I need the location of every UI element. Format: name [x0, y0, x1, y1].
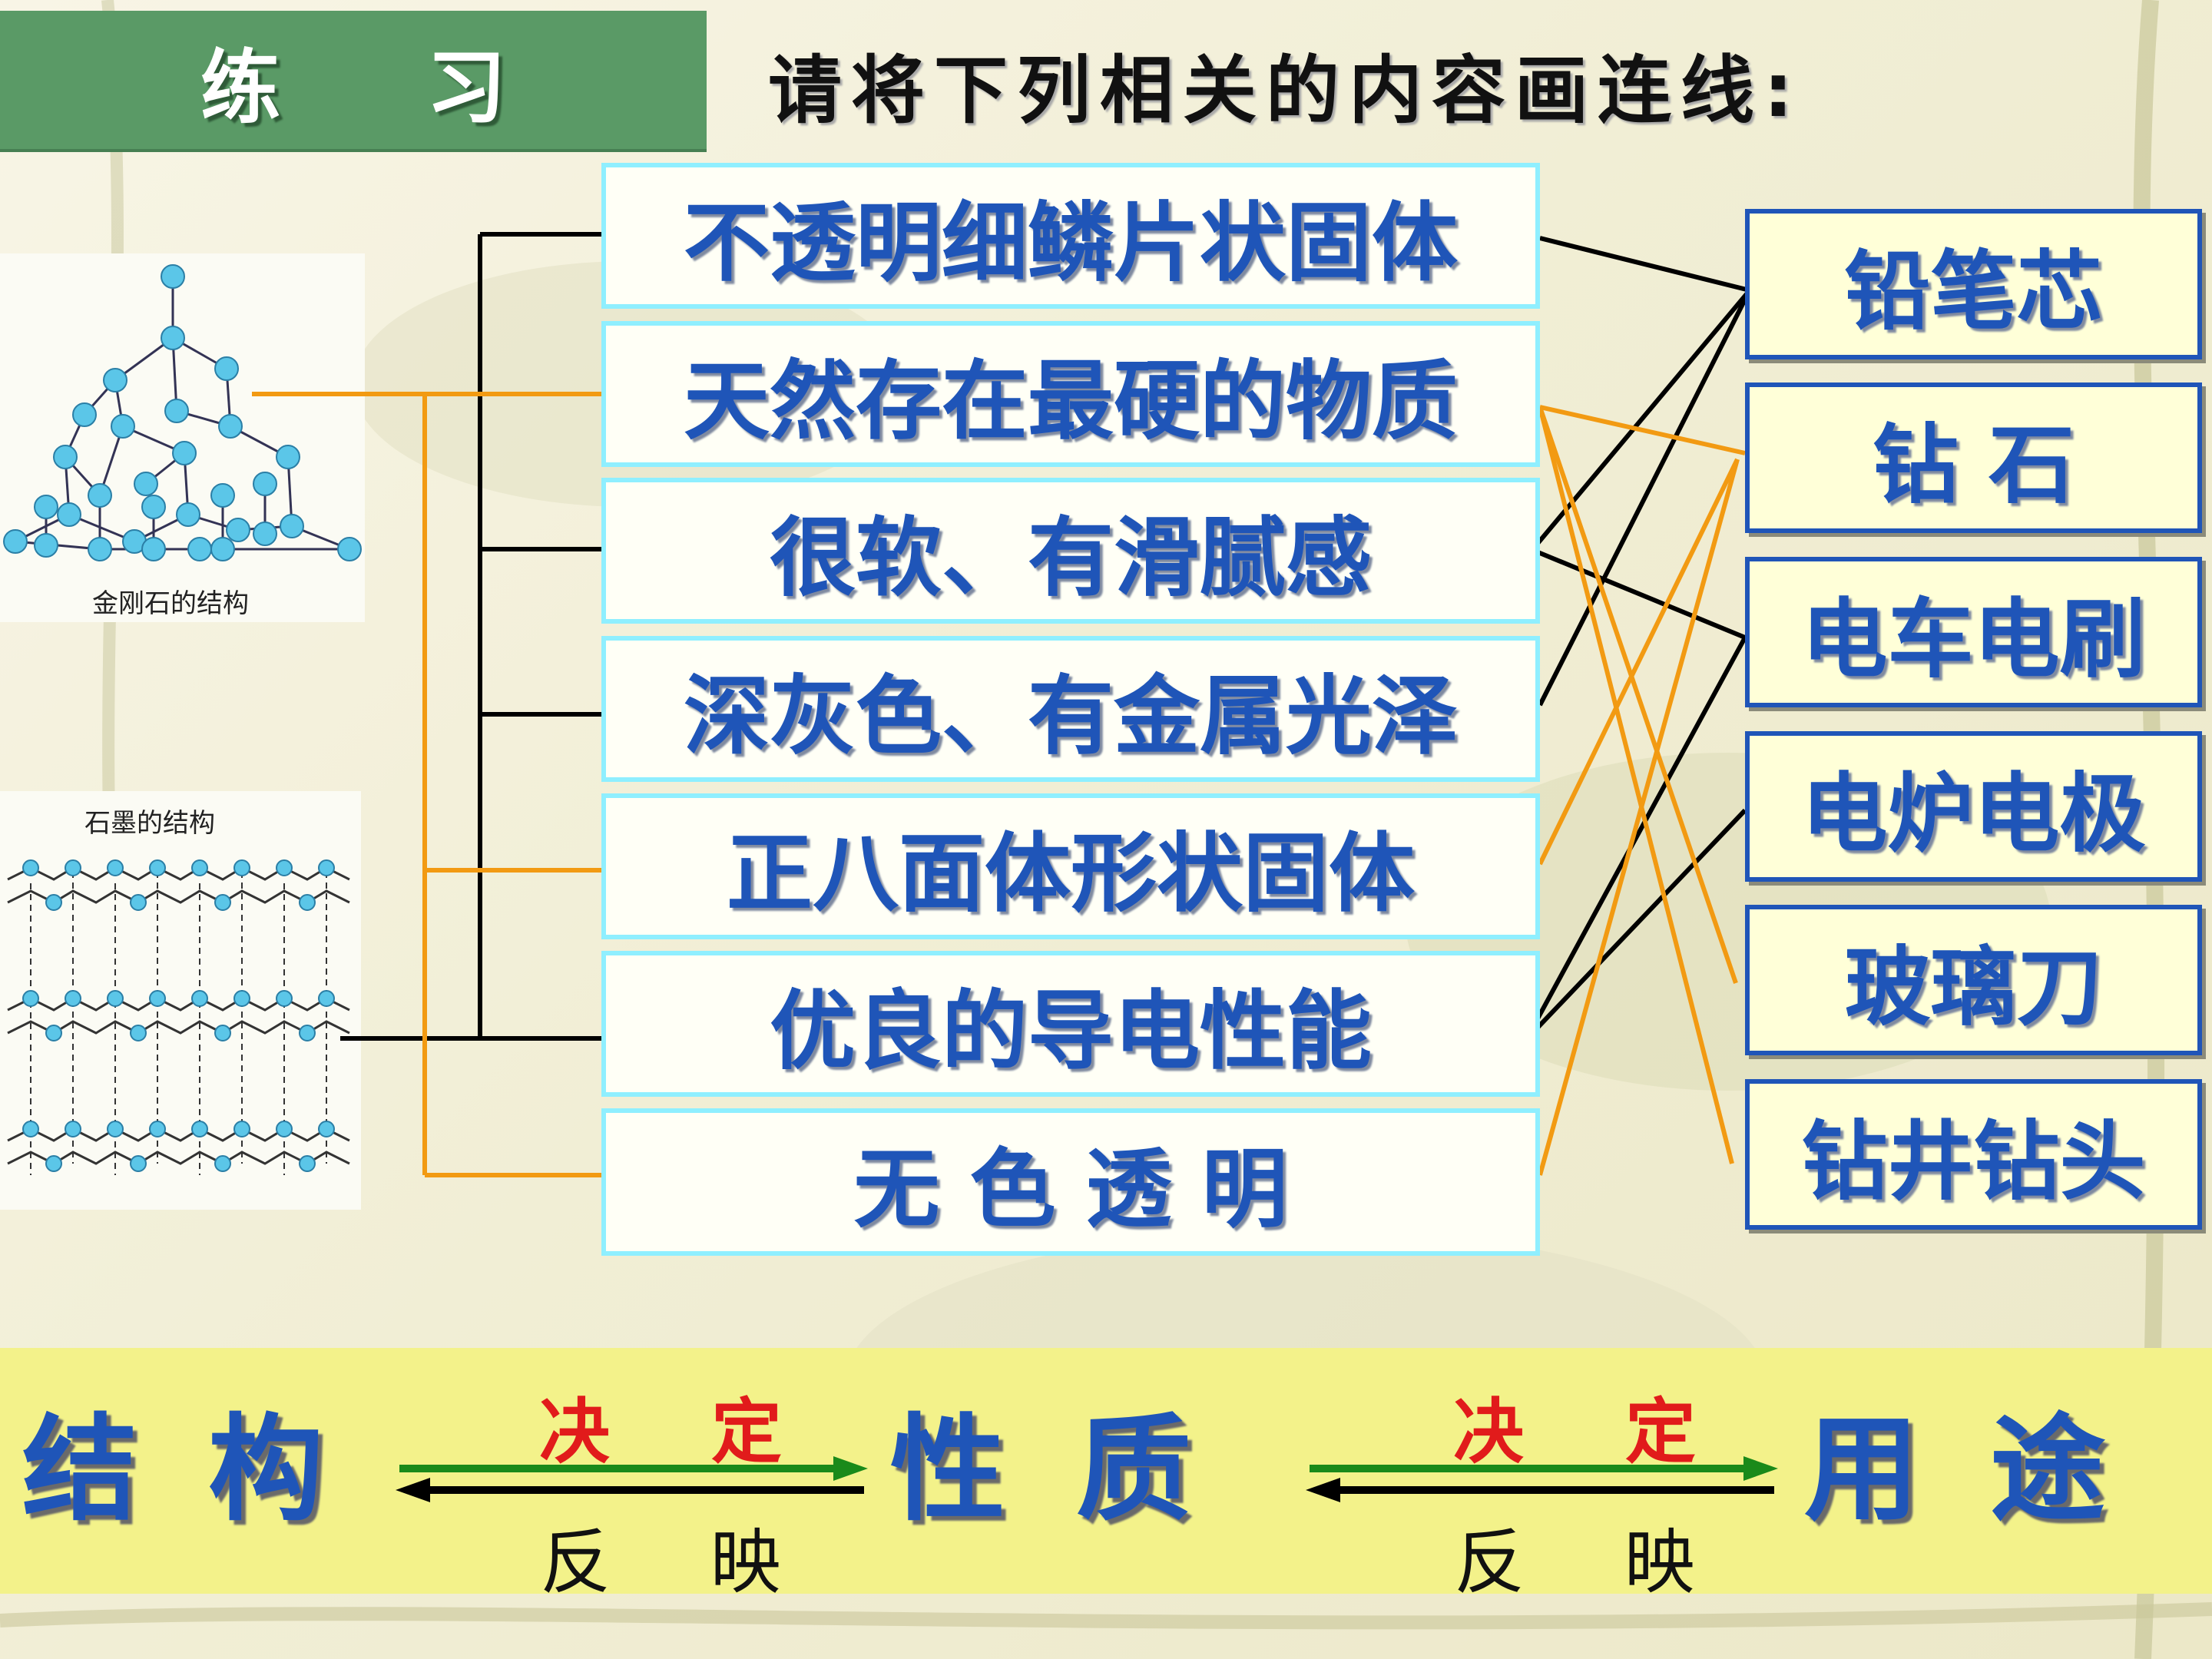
property-box-3[interactable]: 深灰色、有金属光泽 [601, 636, 1540, 782]
arrow2-icon [1306, 1456, 1778, 1502]
arrow1-icon [396, 1456, 868, 1502]
property-box-5[interactable]: 优良的导电性能 [601, 951, 1540, 1097]
line-prop5-to-electrode [1534, 808, 1747, 1031]
line-prop1-to-diamond [1539, 405, 1746, 455]
diamond-lattice-icon [3, 264, 362, 561]
line-prop5-to-brush [1534, 636, 1747, 1023]
summary-use: 用 途 [1803, 1402, 2121, 1537]
arrow1-bottom-label: 反 映 [540, 1522, 820, 1604]
property-box-6[interactable]: 无 色 透 明 [601, 1108, 1540, 1256]
graphite-caption: 石墨的结构 [84, 808, 215, 839]
summary-property: 性 质 [889, 1402, 1207, 1537]
arrow1-top-label: 决 定 [538, 1391, 821, 1473]
line-prop3-to-pencil [1538, 289, 1752, 707]
line-prop4-to-diamond [1538, 458, 1740, 866]
property-box-2[interactable]: 很软、有滑腻感 [601, 478, 1540, 624]
line-prop1-to-glasscutter [1538, 406, 1738, 984]
summary-structure: 结 构 [22, 1402, 339, 1537]
header-title: 练 习 [0, 11, 707, 149]
header-label-right: 习 [426, 40, 507, 134]
line-prop2-to-brush [1535, 549, 1747, 640]
property-box-4[interactable]: 正八面体形状固体 [601, 793, 1540, 939]
use-box-glass-cutter[interactable]: 玻璃刀 [1745, 905, 2202, 1055]
instruction-text: 请将下列相关的内容画连线: [768, 48, 1803, 134]
diamond-caption: 金刚石的结构 [92, 588, 249, 619]
use-box-pencil-lead[interactable]: 铅笔芯 [1745, 209, 2202, 359]
use-box-furnace-electrode[interactable]: 电炉电极 [1745, 731, 2202, 882]
graphite-structure-figure: 石墨的结构 [0, 791, 361, 1210]
use-box-drill-bit[interactable]: 钻井钻头 [1745, 1079, 2202, 1230]
property-box-1[interactable]: 天然存在最硬的物质 [601, 321, 1540, 467]
arrow2-bottom-label: 反 映 [1454, 1522, 1734, 1604]
diamond-structure-figure: 金刚石的结构 [0, 253, 365, 622]
use-box-tram-brush[interactable]: 电车电刷 [1745, 557, 2202, 707]
property-box-0[interactable]: 不透明细鳞片状固体 [601, 163, 1540, 309]
summary-band [0, 1348, 2212, 1594]
arrow2-top-label: 决 定 [1452, 1391, 1735, 1473]
line-prop1-to-drillbit [1538, 406, 1734, 1164]
line-prop6-to-diamond [1538, 459, 1740, 1176]
header-label-left: 练 [200, 40, 280, 134]
line-prop0-to-pencil [1539, 236, 1750, 293]
header-banner: 练 习 [0, 11, 707, 152]
use-box-diamond-gem[interactable]: 钻 石 [1745, 382, 2202, 533]
graphite-lattice-icon [7, 859, 350, 1175]
